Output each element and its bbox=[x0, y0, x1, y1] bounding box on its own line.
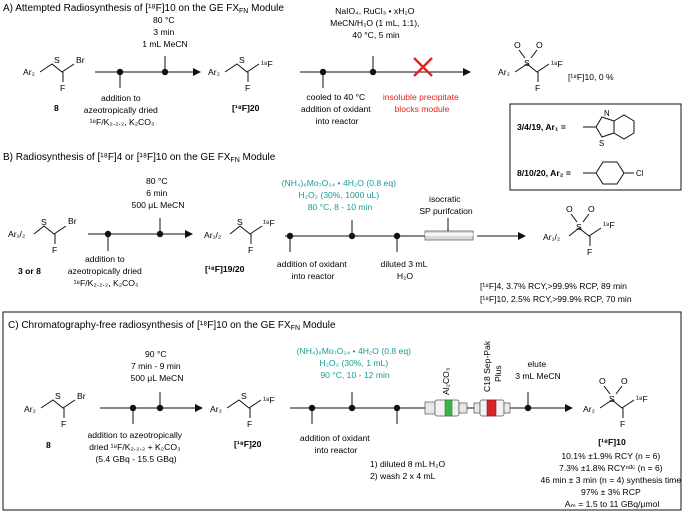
panel-c-title: C) Chromatography-free radiosynthesis of… bbox=[8, 320, 336, 332]
chlorophenyl-icon bbox=[583, 161, 634, 185]
svg-text:S: S bbox=[599, 139, 604, 148]
compound-8-label: 8 bbox=[54, 103, 59, 113]
svg-text:S: S bbox=[609, 394, 615, 404]
panel-a-conditions-2: NaIO₄, RuCl₃ • xH₂O MeCN/H₂O (1 mL, 1:1)… bbox=[330, 6, 422, 40]
panel-b-below-2: addition of oxidant into reactor bbox=[277, 259, 349, 281]
bromine-label: Br bbox=[76, 55, 85, 65]
c18-cartridge-icon bbox=[473, 399, 511, 417]
panel-a-below-2: cooled to 40 °C addition of oxidant into… bbox=[301, 92, 373, 126]
svg-text:Ar₂: Ar₂ bbox=[210, 404, 222, 414]
panel-b-results: [¹⁸F]4, 3.7% RCY,>99.9% RCP, 89 min [¹⁸F… bbox=[480, 281, 632, 304]
panel-b-conditions-3: isocratic SP purifcation bbox=[419, 194, 473, 216]
panel-c-below-3: 1) diluted 8 mL H₂O 2) wash 2 x 4 mL bbox=[370, 459, 448, 481]
svg-text:S: S bbox=[576, 222, 582, 232]
panel-c-starting-material: Ar₂ S Br F 8 bbox=[24, 391, 86, 450]
svg-text:¹⁸F: ¹⁸F bbox=[263, 395, 275, 405]
svg-text:S: S bbox=[55, 391, 61, 401]
svg-text:¹⁸F: ¹⁸F bbox=[551, 59, 563, 69]
panel-c-below-2: addition of oxidant into reactor bbox=[300, 433, 372, 455]
panel-c: C) Chromatography-free radiosynthesis of… bbox=[2, 311, 684, 511]
svg-text:O: O bbox=[566, 204, 573, 214]
svg-text:N: N bbox=[604, 109, 610, 118]
svg-text:Ar₂: Ar₂ bbox=[498, 67, 510, 77]
svg-text:Ar₂: Ar₂ bbox=[208, 67, 220, 77]
svg-text:S: S bbox=[524, 58, 530, 68]
benzothiazole-icon bbox=[583, 114, 635, 140]
svg-text:F: F bbox=[587, 247, 592, 257]
panel-a-failure-note: insoluble precipitate blocks module bbox=[383, 92, 461, 114]
svg-text:S: S bbox=[41, 217, 47, 227]
panel-a-below-1: addition to azeotropically dried ¹⁸F/K₂.… bbox=[84, 93, 160, 127]
aryl-legend: 3/4/19, Ar₁ = N S 8/10/20, Ar₂ = Cl bbox=[509, 103, 682, 191]
panel-b-intermediate: Ar₁/₂ S ¹⁸F F [¹⁸F]19/20 bbox=[204, 217, 275, 274]
panel-c-elute: elute 3 mL MeCN bbox=[515, 359, 561, 381]
svg-text:Ar₂: Ar₂ bbox=[583, 404, 595, 414]
panel-c-conditions-2: (NH₄)₆Mo₇O₂₄ • 4H₂O (0.8 eq) H₂O₂ (30%, … bbox=[297, 346, 414, 380]
svg-text:¹⁸F: ¹⁸F bbox=[263, 218, 275, 228]
compound-20-label-c: [¹⁸F]20 bbox=[234, 439, 262, 449]
panel-b-product: Ar₁/₂ S O O ¹⁸F F bbox=[543, 204, 615, 257]
svg-text:F: F bbox=[248, 245, 253, 255]
svg-text:O: O bbox=[599, 376, 606, 386]
svg-text:Ar₁/₂: Ar₁/₂ bbox=[8, 229, 25, 239]
svg-text:F: F bbox=[61, 419, 66, 429]
svg-text:Br: Br bbox=[77, 391, 86, 401]
panel-c-results: 10.1% ±1.9% RCY (n = 6) 7.3% ±1.8% RCYⁿᵈ… bbox=[541, 451, 684, 509]
panel-a: A) Attempted Radiosynthesis of [¹⁸F]10 o… bbox=[3, 3, 614, 127]
sulfur-label: S bbox=[54, 55, 60, 65]
panel-c-below-1: addition to azeotropically dried ¹⁸F/K₂.… bbox=[88, 430, 185, 464]
svg-text:Ar₂: Ar₂ bbox=[24, 404, 36, 414]
panel-b-conditions-2: (NH₄)₆Mo₇O₂₄ • 4H₂O (0.8 eq) H₂O₂ (30%, … bbox=[282, 178, 399, 212]
svg-text:O: O bbox=[514, 40, 521, 50]
svg-text:Br: Br bbox=[68, 216, 77, 226]
legend-ar1: 3/4/19, Ar₁ = bbox=[517, 122, 566, 132]
red-cross-icon bbox=[413, 57, 433, 77]
svg-text:Cl: Cl bbox=[636, 169, 644, 178]
legend-ar2: 8/10/20, Ar₂ = bbox=[517, 168, 571, 178]
panel-c-intermediate: Ar₂ S ¹⁸F F [¹⁸F]20 bbox=[210, 391, 275, 449]
c18-label: C18 Sep-Pak Plus bbox=[482, 338, 503, 392]
panel-b-below-1: addition to azeotropically dried ¹⁸F/K₂.… bbox=[68, 254, 144, 288]
svg-text:¹⁸F: ¹⁸F bbox=[261, 59, 273, 69]
panel-a-yield: [¹⁸F]10, 0 % bbox=[568, 72, 614, 82]
panel-a-intermediate: Ar₂ S ¹⁸F F [¹⁸F]20 bbox=[208, 55, 273, 113]
panel-b-starting-material: Ar₁/₂ S Br F 3 or 8 bbox=[8, 216, 77, 276]
panel-b-title: B) Radiosynthesis of [¹⁸F]4 or [¹⁸F]10 o… bbox=[3, 152, 276, 164]
panel-c-product: Ar₂ S O O ¹⁸F F [¹⁸F]10 bbox=[583, 376, 648, 447]
alumina-cartridge-icon bbox=[424, 399, 468, 417]
panel-b-conditions-1: 80 °C 6 min 500 μL MeCN bbox=[132, 176, 185, 210]
svg-text:F: F bbox=[620, 419, 625, 429]
panel-a-starting-material: Ar₂ S Br F 8 bbox=[23, 55, 85, 113]
svg-text:¹⁸F: ¹⁸F bbox=[603, 220, 615, 230]
panel-c-conditions-1: 90 °C 7 min - 9 min 500 μL MeCN bbox=[131, 349, 184, 383]
svg-text:O: O bbox=[536, 40, 543, 50]
panel-a-title: A) Attempted Radiosynthesis of [¹⁸F]10 o… bbox=[3, 3, 284, 15]
svg-text:F: F bbox=[247, 419, 252, 429]
svg-text:O: O bbox=[588, 204, 595, 214]
fluorine-label: F bbox=[60, 83, 65, 93]
panel-b: B) Radiosynthesis of [¹⁸F]4 or [¹⁸F]10 o… bbox=[3, 152, 632, 304]
svg-text:S: S bbox=[241, 391, 247, 401]
svg-text:Ar₁/₂: Ar₁/₂ bbox=[543, 232, 560, 242]
svg-text:O: O bbox=[621, 376, 628, 386]
compound-20-label: [¹⁸F]20 bbox=[232, 103, 260, 113]
compound-19-20-label: [¹⁸F]19/20 bbox=[205, 264, 245, 274]
svg-text:F: F bbox=[245, 83, 250, 93]
panel-b-below-3: diluted 3 mL H₂O bbox=[381, 259, 430, 281]
compound-3-or-8-label: 3 or 8 bbox=[18, 266, 41, 276]
compound-10-label: [¹⁸F]10 bbox=[598, 437, 626, 447]
svg-text:S: S bbox=[239, 55, 245, 65]
svg-text:F: F bbox=[535, 83, 540, 93]
sp-column-icon bbox=[424, 230, 474, 241]
svg-text:S: S bbox=[237, 217, 243, 227]
compound-8-label-c: 8 bbox=[46, 440, 51, 450]
panel-a-product: Ar₂ S O O ¹⁸F F bbox=[498, 40, 563, 93]
svg-text:F: F bbox=[52, 245, 57, 255]
alumina-label: Al₂CO₃ bbox=[441, 367, 451, 395]
svg-text:¹⁸F: ¹⁸F bbox=[636, 394, 648, 404]
panel-a-conditions-1: 80 °C 3 min 1 mL MeCN bbox=[142, 15, 188, 49]
svg-text:Ar₁/₂: Ar₁/₂ bbox=[204, 230, 221, 240]
ar2-label: Ar₂ bbox=[23, 67, 35, 77]
